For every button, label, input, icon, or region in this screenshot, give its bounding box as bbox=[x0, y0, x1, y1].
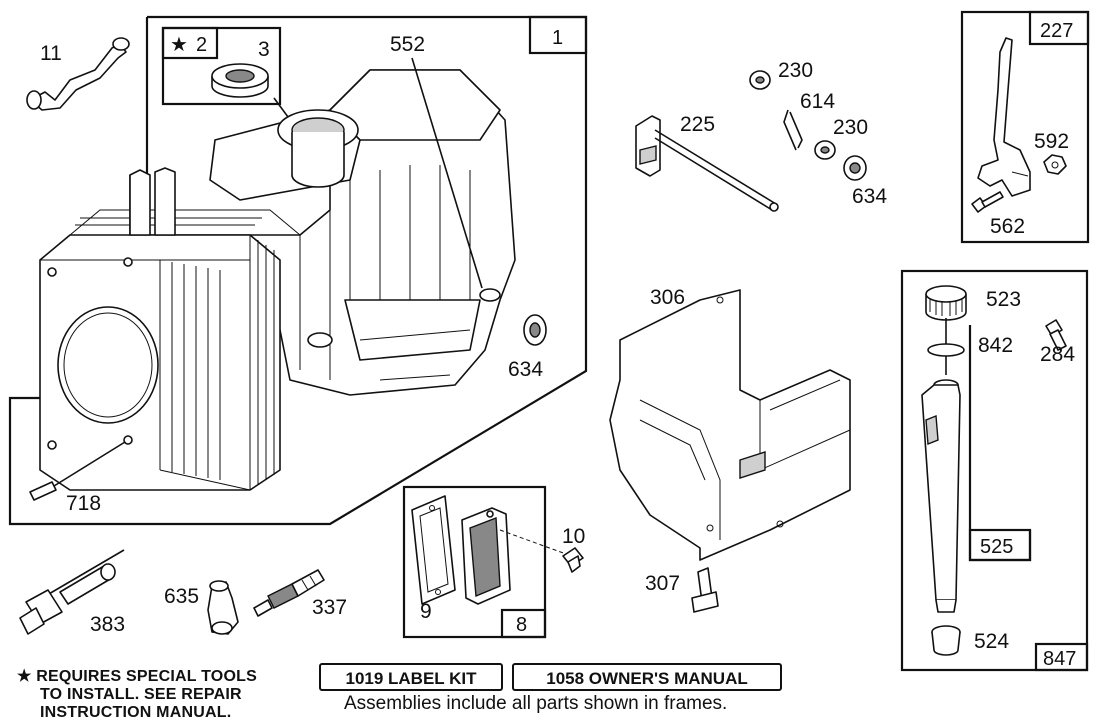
star-icon: ★ bbox=[170, 34, 188, 56]
callout-524: 524 bbox=[974, 630, 1009, 653]
callout-11: 11 bbox=[40, 42, 62, 65]
callout-634-governor: 634 bbox=[852, 185, 887, 208]
callout-525: 525 bbox=[980, 536, 1013, 558]
frame-dipstick-assembly bbox=[900, 269, 1089, 672]
frame-8-number-box bbox=[500, 608, 547, 639]
callout-552: 552 bbox=[390, 33, 425, 56]
frame-847-number-box bbox=[1034, 642, 1089, 672]
special-tools-note-line-3: INSTRUCTION MANUAL. bbox=[40, 704, 232, 721]
callout-592: 592 bbox=[1034, 130, 1069, 153]
dowel-pin-718-part bbox=[29, 441, 126, 501]
frame-525 bbox=[968, 325, 1032, 562]
governor-lever-part bbox=[977, 37, 1031, 197]
oil-seal-part bbox=[211, 63, 269, 98]
dipstick-tube-part bbox=[921, 379, 961, 613]
breather-plate-part bbox=[461, 507, 511, 605]
frame-2-number-box bbox=[161, 26, 219, 60]
frame-227-number-box bbox=[1028, 10, 1090, 46]
nut-592-part bbox=[1043, 154, 1067, 175]
callout-523: 523 bbox=[986, 288, 1021, 311]
washer-230-upper-part bbox=[749, 70, 771, 90]
callout-225: 225 bbox=[680, 113, 715, 136]
frame-seal-kit bbox=[161, 26, 282, 106]
frame-governor-lever bbox=[960, 10, 1090, 244]
callout-562: 562 bbox=[990, 215, 1025, 238]
o-ring-842-part bbox=[927, 343, 965, 357]
breather-tube-11-part bbox=[26, 37, 130, 111]
spark-plug-337-part bbox=[253, 569, 325, 617]
callout-718: 718 bbox=[66, 492, 101, 515]
governor-shaft-225-part bbox=[635, 115, 779, 212]
callout-227: 227 bbox=[1040, 20, 1073, 42]
special-tools-note: ★ REQUIRES SPECIAL TOOLS bbox=[17, 669, 257, 685]
frame-breather-assembly bbox=[402, 485, 547, 639]
callout-847: 847 bbox=[1043, 648, 1076, 670]
callout-2: 2 bbox=[196, 34, 207, 56]
spark-plug-wrench-383-part bbox=[19, 549, 125, 635]
screw-307-part bbox=[691, 567, 719, 613]
owners-manual-box: 1058 OWNER'S MANUAL bbox=[512, 663, 782, 691]
screw-284-part bbox=[1045, 319, 1067, 351]
assemblies-footer-note: Assemblies include all parts shown in fr… bbox=[344, 693, 728, 714]
hitch-pin-614-part bbox=[783, 109, 803, 151]
bolt-562-part bbox=[971, 191, 1004, 213]
cylinder-block-part bbox=[39, 69, 516, 491]
frame-1-number-box bbox=[528, 15, 588, 55]
frame-525-number-box bbox=[968, 528, 1032, 562]
callout-842: 842 bbox=[978, 334, 1013, 357]
air-guide-306-part bbox=[609, 289, 851, 561]
callout-230-lower: 230 bbox=[833, 116, 868, 139]
special-tools-note-line-2: TO INSTALL. SEE REPAIR bbox=[40, 686, 242, 703]
callout-634-crank-seal: 634 bbox=[508, 358, 543, 381]
callout-1: 1 bbox=[552, 27, 563, 49]
tube-seal-524-part bbox=[931, 625, 961, 656]
callout-635: 635 bbox=[164, 585, 199, 608]
special-tools-line-1: REQUIRES SPECIAL TOOLS bbox=[36, 668, 257, 685]
callout-383: 383 bbox=[90, 613, 125, 636]
callout-8: 8 bbox=[516, 614, 527, 636]
callout-306: 306 bbox=[650, 286, 685, 309]
callout-9: 9 bbox=[420, 600, 432, 623]
callout-307: 307 bbox=[645, 572, 680, 595]
gasket-9-part bbox=[411, 495, 456, 605]
seal-634-governor-part bbox=[843, 155, 867, 181]
callout-10: 10 bbox=[562, 525, 585, 548]
screw-10-part bbox=[499, 529, 584, 573]
label-kit-box: 1019 LABEL KIT bbox=[319, 663, 503, 691]
callout-614: 614 bbox=[800, 90, 835, 113]
callout-337: 337 bbox=[312, 596, 347, 619]
callout-284: 284 bbox=[1040, 343, 1075, 366]
star-icon: ★ bbox=[17, 668, 32, 685]
spark-plug-boot-635-part bbox=[207, 580, 239, 635]
callout-3: 3 bbox=[258, 38, 270, 61]
washer-230-lower-part bbox=[814, 140, 836, 160]
dipstick-cap-523-part bbox=[925, 285, 967, 375]
callout-230-upper: 230 bbox=[778, 59, 813, 82]
crank-seal-634-part bbox=[523, 314, 547, 346]
